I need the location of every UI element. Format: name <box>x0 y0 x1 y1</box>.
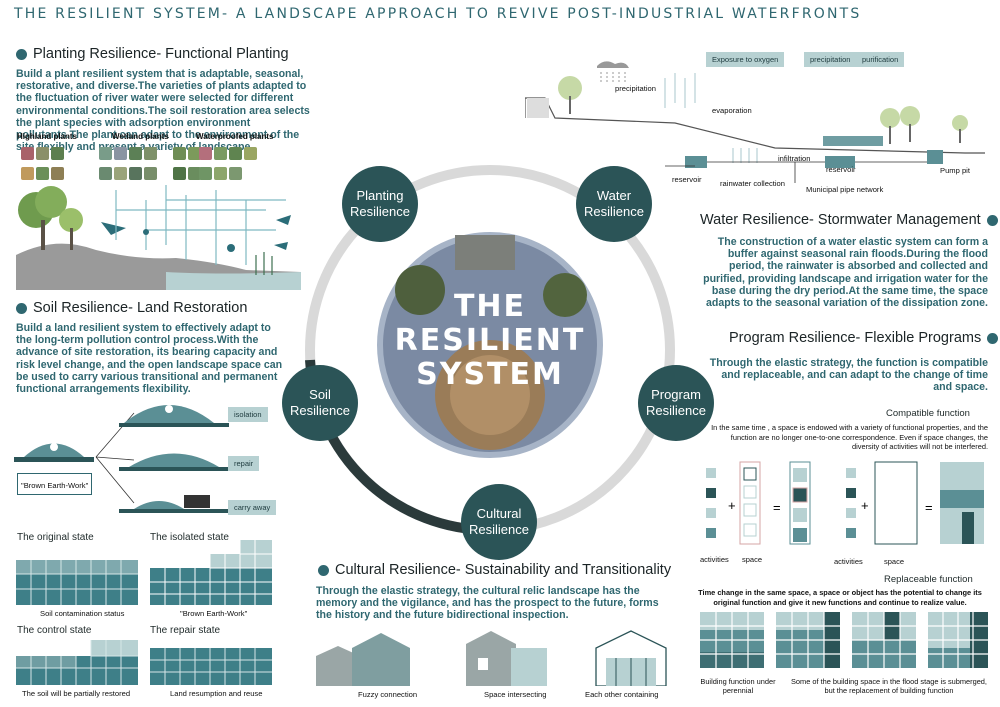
state-control-title: The control state <box>17 625 92 636</box>
planting-landscape-illustration <box>16 180 301 290</box>
compatible-desc: In the same time , a space is endowed wi… <box>711 423 988 452</box>
label-activities-1: activities <box>700 555 729 564</box>
water-label-evaporation: evaporation <box>712 106 752 115</box>
replace-cap-1: Building function under perennial <box>700 677 776 695</box>
fish-icon <box>276 215 291 225</box>
cap-original: Soil contamination status <box>40 609 125 618</box>
cloud-icon <box>597 61 629 68</box>
brown-earthwork-label: "Brown Earth-Work" <box>21 481 89 490</box>
bullet-icon <box>986 214 998 226</box>
water-label-infiltration: infiltration <box>778 154 811 163</box>
page-title: THE RESILIENT SYSTEM- A LANDSCAPE APPROA… <box>14 6 862 22</box>
state-isolated-grid <box>150 540 272 605</box>
svg-text:=: = <box>925 500 933 515</box>
soil-body: Build a land resilient system to effecti… <box>16 322 283 396</box>
wetland-swatches <box>98 146 166 186</box>
label-space-1: space <box>742 555 763 564</box>
svg-text:+: + <box>728 498 736 513</box>
node-soil: Soil Resilience <box>282 365 358 441</box>
water-label-municipal: Municipal pipe network <box>806 185 884 194</box>
water-label-reservoir2: reservoir <box>826 165 856 174</box>
compatible-diagram: + = + = <box>706 461 984 545</box>
soil-process-diagram <box>14 405 229 513</box>
label-highland: Highland plants <box>17 132 77 141</box>
waterproofed-swatches <box>198 146 266 186</box>
node-program: Program Resilience <box>638 365 714 441</box>
cultural-heading: Cultural Resilience- Sustainability and … <box>318 562 671 578</box>
resilience-ring <box>305 165 675 536</box>
replaceable-desc: Time change in the same space, a space o… <box>698 588 982 607</box>
replace-cap-2: Some of the building space in the flood … <box>791 677 987 695</box>
planting-heading-text: Planting Resilience- Functional Planting <box>33 46 289 62</box>
cultural-body: Through the elastic strategy, the cultur… <box>316 585 659 622</box>
highland-swatches <box>20 146 75 186</box>
center-title-line3: SYSTEM <box>416 357 564 392</box>
cultural-heading-text: Cultural Resilience- Sustainability and … <box>335 562 672 578</box>
state-repair-grid <box>150 648 272 685</box>
label-space-2: space <box>884 557 905 566</box>
step-carry-away: carry away <box>228 500 277 515</box>
bullet-icon <box>987 332 999 344</box>
water-body: The construction of a water elastic syst… <box>703 236 988 310</box>
water-heading: Water Resilience- Stormwater Management <box>700 212 998 228</box>
cultural-buildings <box>316 630 667 686</box>
node-water-label: Water Resilience <box>584 188 644 219</box>
program-heading-text: Program Resilience- Flexible Programs <box>729 330 982 346</box>
state-original-grid <box>16 560 138 605</box>
water-tag-precipitation: precipitation <box>804 52 857 67</box>
label-wetland: Wetland plants <box>112 132 169 141</box>
svg-text:+: + <box>861 498 869 513</box>
water-label-reservoir1: reservoir <box>672 175 702 184</box>
label-waterproofed: Waterproofed plants <box>196 132 274 141</box>
step-repair: repair <box>228 456 260 471</box>
node-planting-label: Planting Resilience <box>350 188 410 219</box>
state-repair-title: The repair state <box>150 625 221 636</box>
center-title-line2: RESILIENT <box>394 323 586 358</box>
bullet-icon <box>16 302 27 314</box>
state-original-title: The original state <box>17 532 94 543</box>
center-title-line1: THE <box>453 289 527 324</box>
wetland-swatches-2 <box>172 146 202 186</box>
replaceable-diagram <box>700 612 988 668</box>
state-control-grid <box>16 640 138 685</box>
water-label-rainwater: rainwater collection <box>720 179 785 188</box>
replaceable-title: Replaceable function <box>884 574 973 585</box>
water-label-precipitation: precipitation <box>615 84 656 93</box>
node-cultural-label: Cultural Resilience <box>469 506 529 537</box>
water-tag-oxygen: Exposure to oxygen <box>706 52 785 67</box>
planting-heading: Planting Resilience- Functional Planting <box>16 46 289 62</box>
cap-repair: Land resumption and reuse <box>170 689 263 698</box>
water-cycle-diagram <box>525 61 985 183</box>
water-heading-text: Water Resilience- Stormwater Management <box>700 212 981 228</box>
node-cultural: Cultural Resilience <box>461 484 537 560</box>
node-planting: Planting Resilience <box>342 166 418 242</box>
program-heading: Program Resilience- Flexible Programs <box>729 330 999 346</box>
label-activities-2: activities <box>834 557 863 566</box>
compatible-title: Compatible function <box>886 408 970 419</box>
water-label-pump: Pump pit <box>940 166 970 175</box>
state-isolated-title: The isolated state <box>150 532 229 543</box>
node-water: Water Resilience <box>576 166 652 242</box>
water-tag-purification: purification <box>856 52 905 67</box>
truck-icon <box>184 495 210 508</box>
soil-heading: Soil Resilience- Land Restoration <box>16 300 247 316</box>
svg-text:=: = <box>773 500 781 515</box>
cultural-cap-2: Space intersecting <box>484 690 547 699</box>
cap-control: The soil will be partially restored <box>22 689 131 698</box>
node-soil-label: Soil Resilience <box>290 387 350 418</box>
program-body: Through the elastic strategy, the functi… <box>709 357 988 394</box>
brown-earthwork-box: "Brown Earth-Work" <box>17 473 93 495</box>
soil-heading-text: Soil Resilience- Land Restoration <box>33 300 248 316</box>
node-program-label: Program Resilience <box>646 387 706 418</box>
cap-isolated: "Brown Earth-Work" <box>180 609 248 618</box>
step-isolation: isolation <box>228 407 268 422</box>
bullet-icon <box>318 564 329 576</box>
bullet-icon <box>16 48 27 60</box>
center-title: THE RESILIENT SYSTEM <box>390 290 590 392</box>
crab-icon <box>227 244 235 252</box>
cultural-cap-3: Each other containing <box>585 690 659 699</box>
bird-icon <box>101 222 126 235</box>
fish-icon <box>274 242 288 250</box>
cultural-cap-1: Fuzzy connection <box>358 690 418 699</box>
